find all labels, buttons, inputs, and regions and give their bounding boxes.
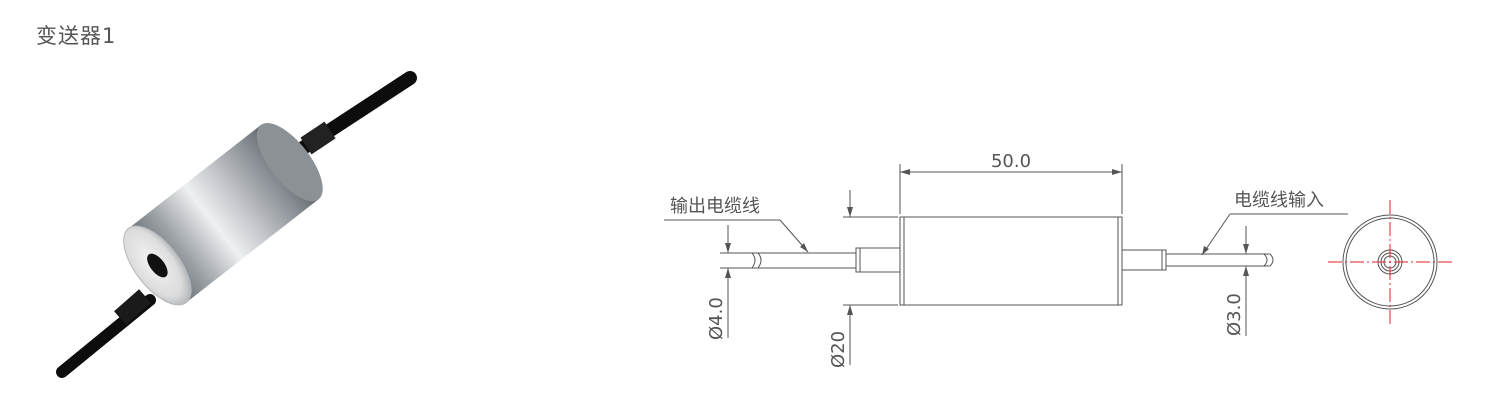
page-title: 变送器1 [36,24,117,48]
length-label: 50.0 [991,151,1031,172]
product-photo [56,71,417,378]
right-strain-relief [1121,249,1167,271]
end-view-centerlines [1328,200,1452,324]
input-cable-label: 电缆线输入 [1234,190,1324,211]
output-cable-label: 输出电缆线 [670,196,760,217]
output-cable-diameter-label: Ø4.0 [706,297,727,340]
body-diameter-label: Ø20 [828,331,849,368]
end-view-outer [1342,214,1438,310]
left-strain-relief [855,247,901,273]
input-cable-diameter-label: Ø3.0 [1224,293,1245,336]
body-outline [899,216,1123,306]
